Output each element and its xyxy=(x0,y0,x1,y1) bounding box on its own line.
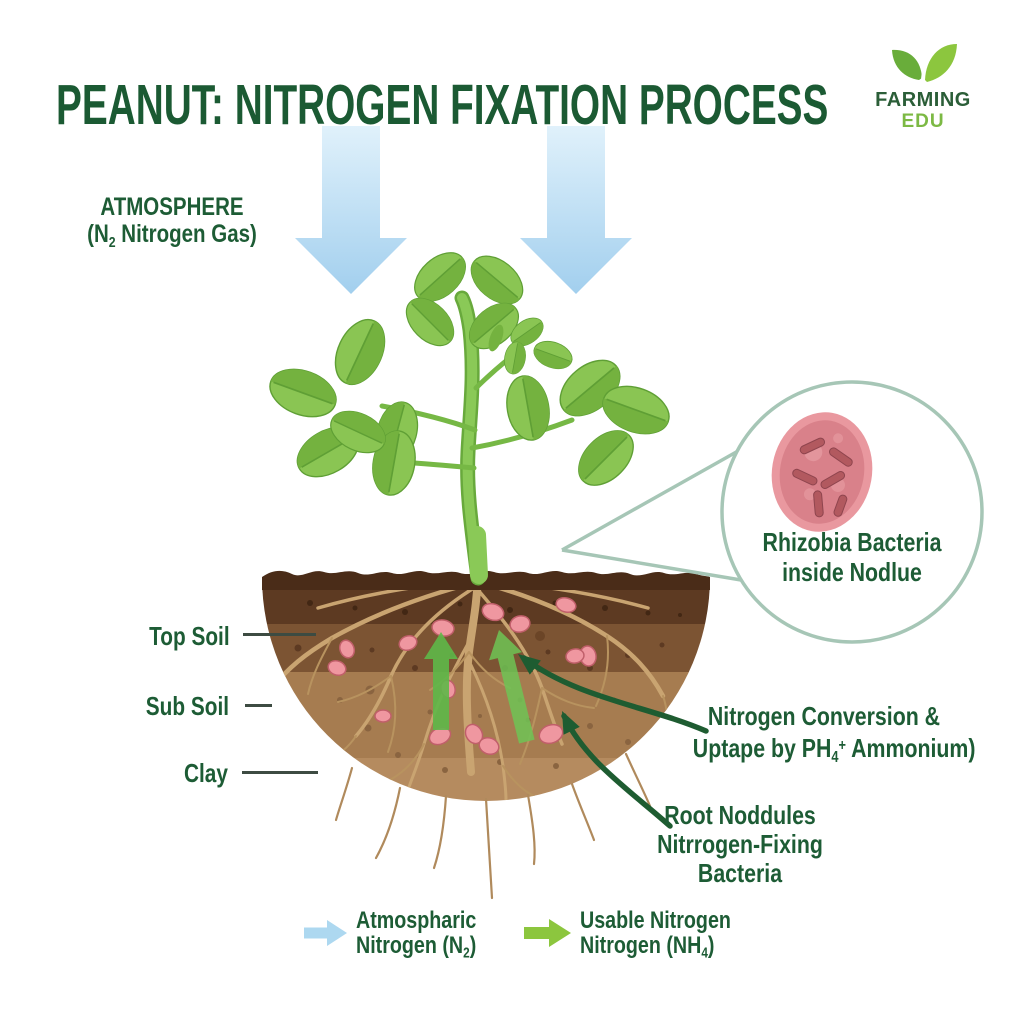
clay-leader-line xyxy=(242,771,318,774)
dangling-roots xyxy=(334,752,652,900)
legend-atmospheric-line2: Nitrogen (N2) xyxy=(356,932,477,962)
logo-name: FARMING xyxy=(875,89,971,111)
rhizobia-nodule-illustration xyxy=(771,412,873,532)
legend-item-atmospheric: Atmospharic Nitrogen (N2) xyxy=(356,908,476,967)
nodules-pointer-arrow xyxy=(561,711,673,829)
rhizobia-line2: inside Nodlue xyxy=(782,557,922,587)
atmospheric-nitrogen-down-arrow xyxy=(295,126,407,294)
conversion-line1: Nitrogen Conversion & xyxy=(707,701,941,731)
nodules-line1: Root Noddules xyxy=(664,800,816,830)
usable-nitrogen-up-arrow xyxy=(424,632,458,730)
top-soil-leader-line xyxy=(243,633,316,636)
legend-usable-line2: Nitrogen (NH4) xyxy=(580,932,715,962)
soil-layer-label-top-soil: Top Soil xyxy=(149,621,231,651)
rhizobia-line1: Rhizobia Bacteria xyxy=(762,527,942,557)
atmospheric-nitrogen-down-arrow xyxy=(520,126,632,294)
nodules-line3: Bacteria xyxy=(697,858,783,888)
rhizobia-callout-label: Rhizobia Bacteria inside Nodlue xyxy=(745,527,958,587)
atmosphere-line1: ATMOSPHERE xyxy=(100,193,244,221)
nitrogen-conversion-label: Nitrogen Conversion & Uptape by PH4+ Amm… xyxy=(692,701,976,772)
conversion-pointer-arrow xyxy=(518,654,709,734)
plant-leaves xyxy=(262,242,677,500)
atmosphere-label: ATMOSPHERE (N2 Nitrogen Gas) xyxy=(82,194,262,256)
legend-usable-arrow-icon xyxy=(524,919,571,947)
root-nodules-label: Root Noddules Nitrrogen-Fixing Bacteria xyxy=(633,801,846,888)
atmosphere-line2: (N2 Nitrogen Gas) xyxy=(87,220,257,251)
sub-soil-leader-line xyxy=(245,704,272,707)
usable-nitrogen-up-arrow xyxy=(489,630,535,744)
legend-usable-line1: Usable Nitrogen xyxy=(580,907,731,934)
nodules-line2: Nitrrogen-Fixing xyxy=(657,829,823,859)
peanut-plant xyxy=(262,242,677,586)
page-title: PEANUT: NITROGEN FIXATION PROCESS xyxy=(56,73,829,137)
legend-item-usable: Usable Nitrogen Nitrogen (NH4) xyxy=(580,908,731,967)
brand-logo: FARMING EDU xyxy=(858,36,988,131)
legend-atmospheric-arrow-icon xyxy=(304,920,347,946)
legend-atmospheric-line1: Atmospharic xyxy=(356,907,477,934)
conversion-line2: Uptape by PH4+ Ammonium) xyxy=(692,733,976,766)
magnifier-callout xyxy=(561,380,984,644)
soil-layer-label-clay: Clay xyxy=(184,758,228,788)
callout-lines xyxy=(561,444,748,582)
bacteria-rods xyxy=(792,437,853,518)
logo-sub: EDU xyxy=(901,111,945,132)
soil-layer-label-sub-soil: Sub Soil xyxy=(145,691,229,721)
logo-leaves-icon xyxy=(892,44,957,83)
